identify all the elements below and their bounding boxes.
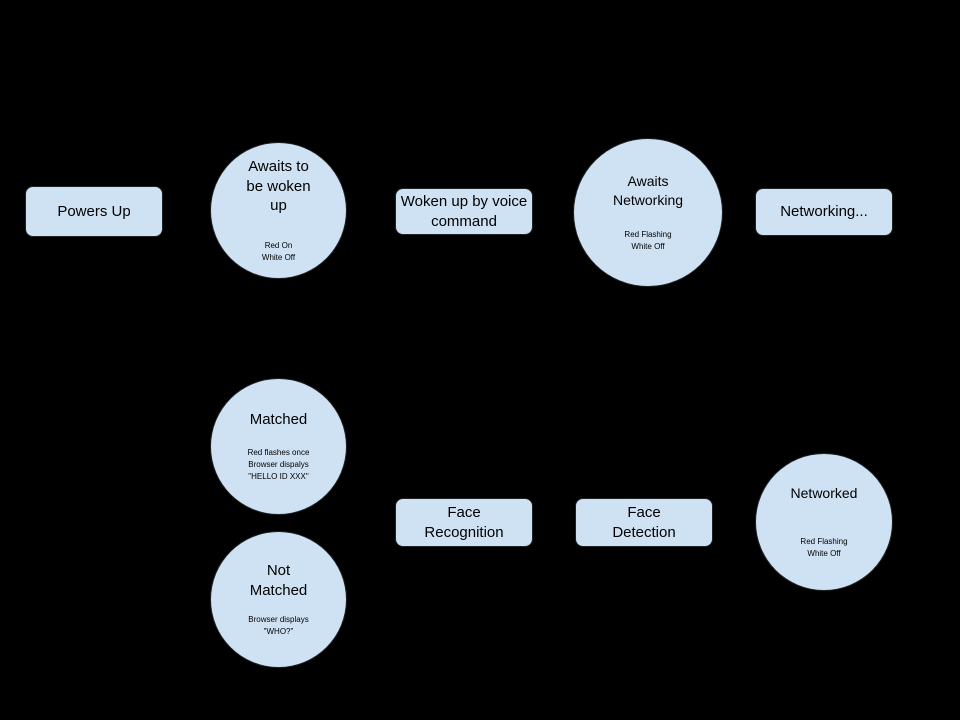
node-label: Powers Up bbox=[57, 202, 131, 220]
node-powers-up: Powers Up bbox=[25, 186, 163, 237]
node-networked: Networked Red Flashing White Off bbox=[755, 453, 893, 591]
node-networking: Networking... bbox=[755, 188, 893, 236]
node-label: Networking... bbox=[780, 203, 868, 221]
node-awaits-networking: Awaits Networking Red Flashing White Off bbox=[573, 138, 723, 287]
node-label: Awaits to be woken up bbox=[246, 158, 311, 215]
node-sublabel: Red Flashing White Off bbox=[800, 537, 848, 559]
node-label: Face Recognition bbox=[424, 504, 504, 541]
node-label: Not Matched bbox=[249, 562, 308, 599]
node-not-matched: Not Matched Browser displays "WHO?" bbox=[210, 531, 347, 668]
node-matched: Matched Red flashes once Browser dispaly… bbox=[210, 378, 347, 515]
node-awaits-to-be-woken-up: Awaits to be woken up Red On White Off bbox=[210, 142, 347, 279]
node-sublabel: Browser displays "WHO?" bbox=[248, 615, 309, 636]
node-sublabel: Red On White Off bbox=[261, 240, 296, 262]
node-face-detection: Face Detection bbox=[575, 498, 713, 547]
node-face-recognition: Face Recognition bbox=[395, 498, 533, 547]
node-label: Woken up by voice command bbox=[400, 193, 528, 230]
node-label: Networked bbox=[790, 484, 858, 501]
node-label: Matched bbox=[249, 410, 308, 428]
node-sublabel: Red flashes once Browser dispalys "HELLO… bbox=[247, 448, 310, 482]
node-woken-up-by-voice-command: Woken up by voice command bbox=[395, 188, 533, 235]
node-sublabel: Red Flashing White Off bbox=[624, 229, 672, 251]
node-label: Awaits Networking bbox=[612, 173, 684, 208]
node-label: Face Detection bbox=[612, 504, 676, 541]
